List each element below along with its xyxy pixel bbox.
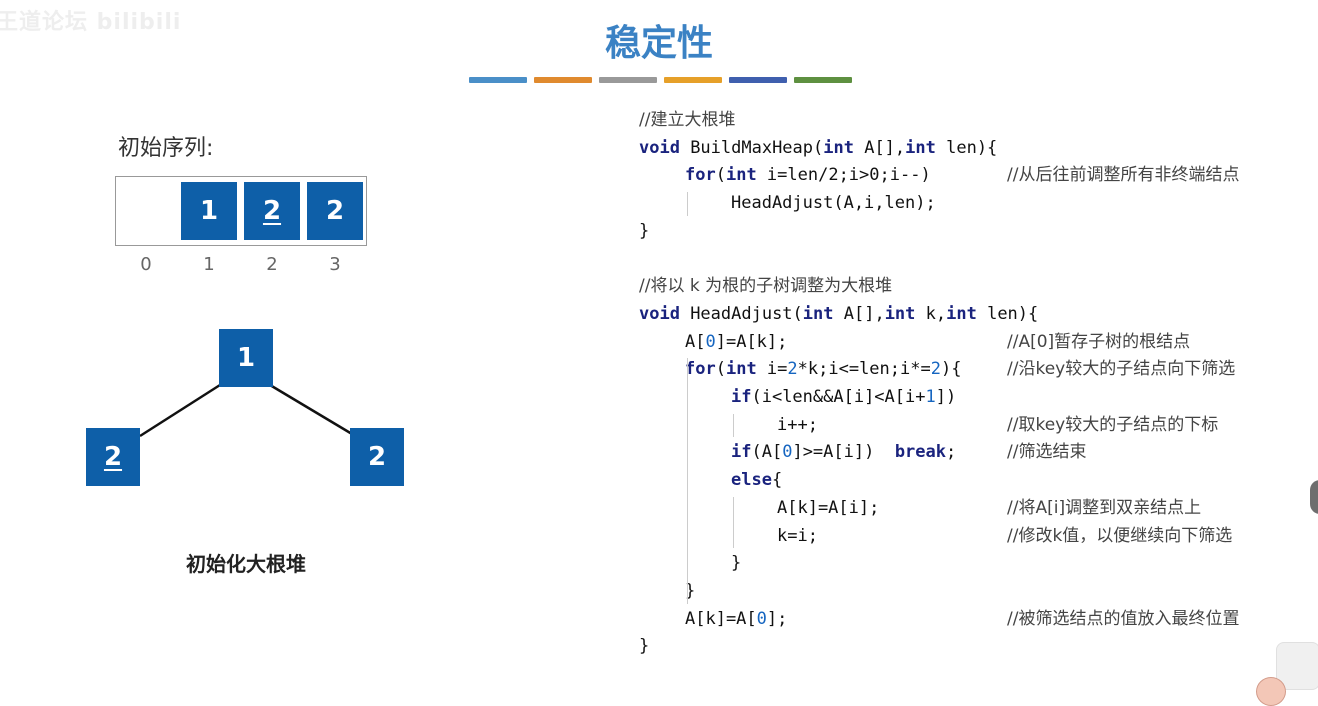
code-comment: //修改k值，以便继续向下筛选 <box>1007 525 1233 546</box>
tree-edge-right <box>269 383 353 436</box>
tree-node-left-value: 2 <box>103 442 123 472</box>
code-line: if(i<len&&A[i]<A[i+1]) <box>731 387 957 407</box>
array-cell <box>118 182 174 240</box>
code-line: A[k]=A[i]; <box>777 497 880 518</box>
indent-guide <box>687 358 688 604</box>
code-line: } <box>685 580 696 601</box>
code-line: i++; <box>777 414 818 435</box>
code-comment: //从后往前调整所有非终端结点 <box>1007 165 1240 186</box>
code-line: A[k]=A[0]; <box>685 608 788 629</box>
slide-title: 稳定性 <box>604 23 713 64</box>
tree-edge-left <box>139 383 221 438</box>
tree-node-right: 2 <box>350 428 404 486</box>
sequence-label: 初始序列: <box>118 136 214 161</box>
watermark: 王道论坛 bilibili <box>0 10 182 35</box>
tree-node-root: 1 <box>219 329 273 387</box>
avatar <box>1256 677 1286 706</box>
code-line: HeadAdjust(A,i,len); <box>731 193 936 214</box>
tree-edges <box>139 383 353 438</box>
color-stripe <box>599 77 657 83</box>
indent-guide <box>733 413 734 438</box>
code-comment: //A[0]暂存子树的根结点 <box>1007 331 1191 352</box>
array-cell: 2 <box>244 182 300 240</box>
code-line: void BuildMaxHeap(int A[],int len){ <box>639 137 998 158</box>
color-stripe <box>469 77 527 83</box>
color-stripe <box>534 77 592 83</box>
indent-guide <box>687 192 688 216</box>
code-comment: //取key较大的子结点的下标 <box>1007 414 1219 435</box>
array-cell: 1 <box>181 182 237 240</box>
array-index-label: 3 <box>329 254 341 275</box>
color-stripe <box>664 77 722 83</box>
code-line: for(int i=len/2;i>0;i--) <box>685 165 931 186</box>
indent-guide <box>733 496 734 549</box>
color-stripe <box>729 77 787 83</box>
code-line: } <box>639 636 650 657</box>
array-index-label: 0 <box>140 254 152 275</box>
array-cell-value: 2 <box>262 196 282 226</box>
array-index-label: 2 <box>266 254 278 275</box>
code-line: A[0]=A[k]; <box>685 331 788 352</box>
code-comment: //将A[i]调整到双亲结点上 <box>1007 497 1202 518</box>
code-line: //将以 k 为根的子树调整为大根堆 <box>639 276 893 297</box>
array-cell-value: 1 <box>199 196 219 226</box>
tree-caption: 初始化大根堆 <box>186 552 306 576</box>
code-comment: //沿key较大的子结点向下筛选 <box>1007 359 1236 380</box>
tree-node-left: 2 <box>86 428 140 486</box>
array-cell: 2 <box>307 182 363 240</box>
code-comment: //筛选结束 <box>1007 442 1087 463</box>
array-cell-value: 2 <box>325 196 345 226</box>
code-line: k=i; <box>777 525 818 546</box>
code-line: //建立大根堆 <box>639 110 736 130</box>
side-scroll-button[interactable] <box>1310 480 1318 514</box>
code-comment: //被筛选结点的值放入最终位置 <box>1007 608 1240 629</box>
code-line: void HeadAdjust(int A[],int k,int len){ <box>639 303 1039 324</box>
code-line: if(A[0]>=A[i]) break; <box>731 442 957 463</box>
code-line: } <box>731 553 742 574</box>
color-stripe <box>794 77 852 83</box>
array-index-label: 1 <box>203 254 215 275</box>
code-line: for(int i=2*k;i<=len;i*=2){ <box>685 359 962 380</box>
code-line: else{ <box>731 470 783 491</box>
code-line: } <box>639 220 650 241</box>
